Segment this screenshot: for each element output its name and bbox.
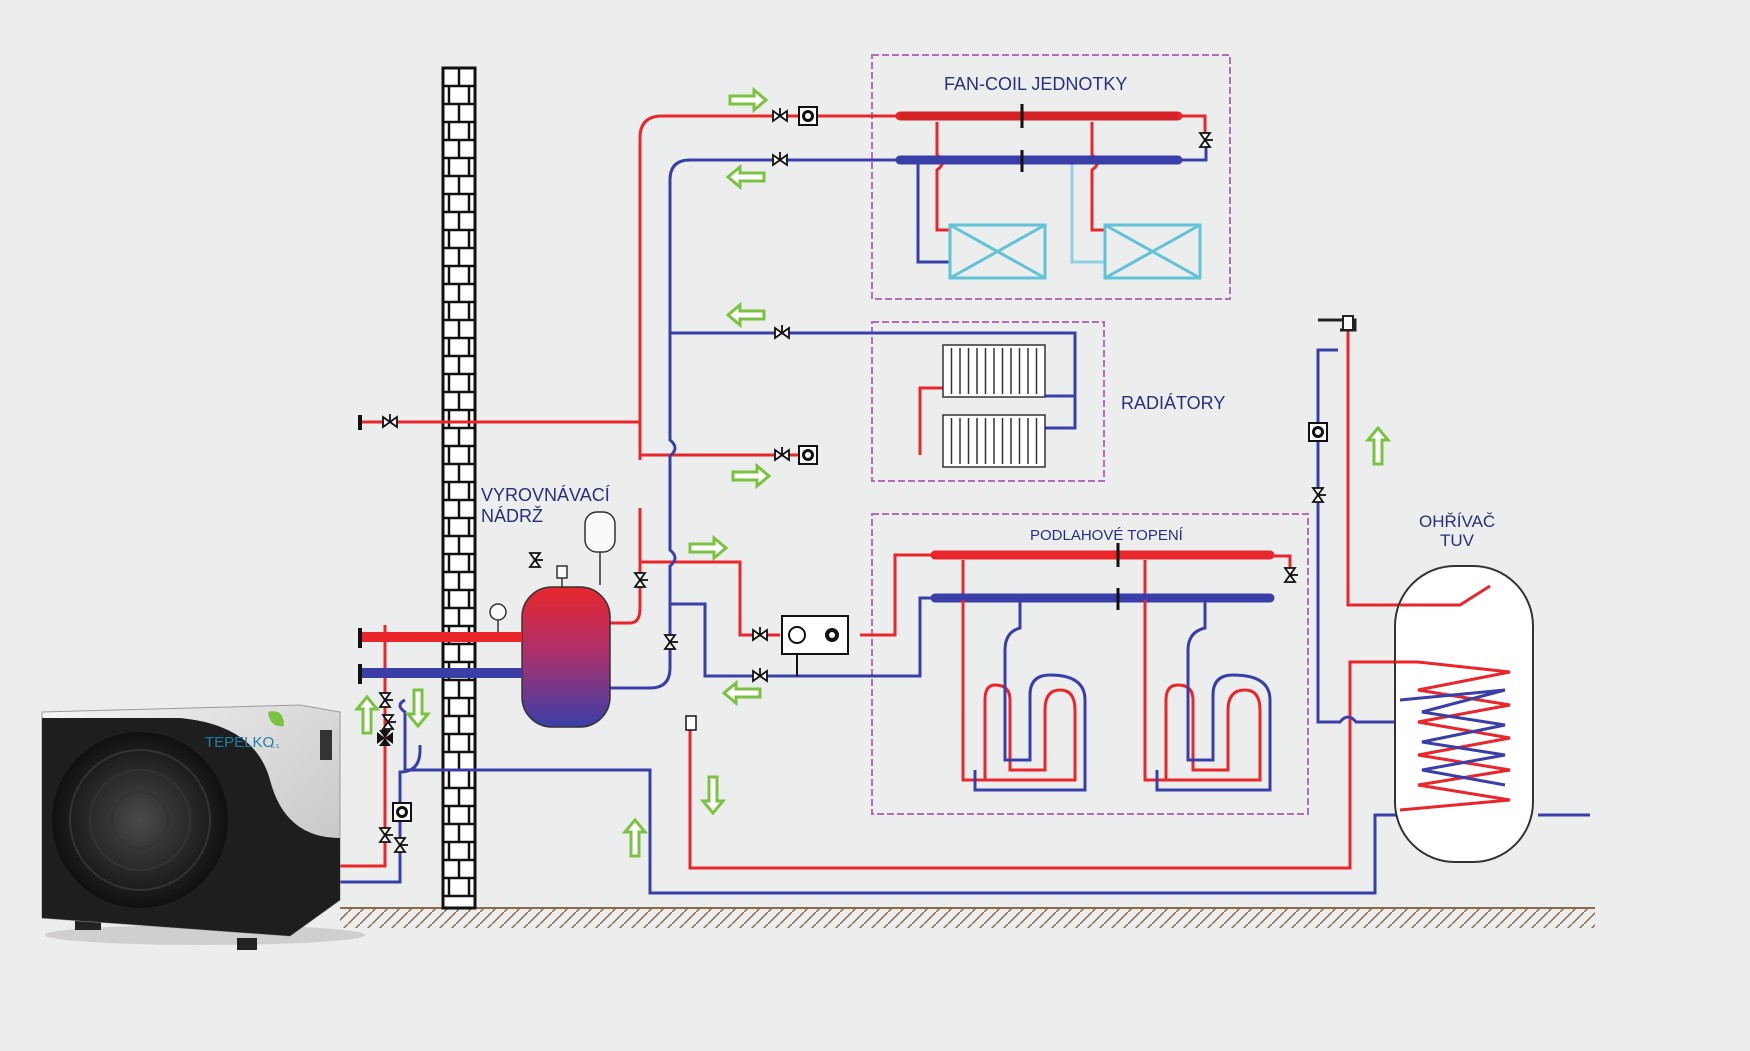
valve-icon [1311, 487, 1326, 503]
pump-icon [798, 106, 818, 126]
flow-arrow-icon [725, 163, 766, 191]
heat-pump-unit: TEPELKO E S [41, 704, 365, 950]
valve-icon [378, 692, 393, 708]
floor-manifolds [930, 543, 1275, 610]
mixing-station-icon [781, 615, 849, 676]
valve-icon [774, 325, 790, 340]
fancoil-label: FAN-COIL JEDNOTKY [944, 74, 1127, 94]
pump-icon [798, 445, 818, 465]
buffer-tank-label-line2: NÁDRŽ [481, 506, 543, 526]
fancoil-manifolds [895, 104, 1183, 172]
valve-icon [752, 627, 768, 642]
return-pipes [340, 143, 1590, 895]
floor-loop-2 [1143, 600, 1272, 792]
valve-icon [381, 714, 396, 730]
ground [340, 907, 1595, 928]
flow-arrow-icon [731, 462, 772, 490]
dhw-heater-label-line1: OHŘÍVAČ [1419, 512, 1495, 531]
valve-icon [382, 414, 398, 429]
valve-icon [752, 668, 768, 683]
dhw-tank [1394, 565, 1534, 863]
valves [377, 106, 1328, 853]
flow-arrow-icon [699, 775, 727, 816]
valve-icon [633, 572, 648, 588]
buffer-tank-label-line1: VYROVNÁVACÍ [481, 485, 610, 505]
fancoil-group-box [871, 54, 1231, 300]
floor-loop-1 [961, 600, 1087, 792]
flow-arrow-icon [621, 817, 649, 858]
flow-arrow-icon [728, 86, 769, 114]
valve-icon [772, 108, 788, 123]
pump-icon [392, 802, 412, 822]
radiator-lower [942, 414, 1046, 468]
flow-arrow-icon [721, 679, 762, 707]
flow-arrows [353, 86, 1392, 858]
main-headers [358, 415, 522, 684]
valve-icon [663, 634, 678, 650]
tap-icon [1318, 315, 1357, 332]
valve-icon [772, 152, 788, 167]
radiator-upper [942, 344, 1046, 398]
floor-heating-label: PODLAHOVÉ TOPENÍ [1030, 527, 1184, 544]
valve-icon [774, 447, 790, 462]
fancoil-unit-2 [1103, 223, 1202, 280]
flow-arrow-icon [725, 301, 766, 329]
valve-icon [1283, 567, 1298, 583]
valve-icon [378, 827, 393, 843]
leaf-icon [268, 711, 284, 727]
valve-icon [528, 552, 543, 568]
valve-icon [1198, 132, 1213, 148]
flow-arrow-icon [353, 694, 381, 735]
flow-arrow-icon [688, 534, 729, 562]
buffer-tank [489, 511, 616, 728]
flow-arrow-icon [404, 688, 432, 729]
valve-icon [393, 837, 408, 853]
floor-heating-group-box [871, 513, 1309, 815]
dhw-heater-label-line2: TUV [1440, 531, 1475, 550]
fancoil-cold-branch [1070, 162, 1105, 264]
brick-wall [441, 66, 477, 910]
radiator-group-box [871, 321, 1105, 482]
heat-pump-brand-suffix: E S [271, 744, 280, 750]
flow-arrow-icon [1364, 425, 1392, 466]
three-way-valve-icon [377, 730, 393, 746]
heat-pump-brand: TEPELKO [205, 734, 274, 751]
pump-icon [1308, 422, 1328, 442]
fancoil-unit-1 [948, 223, 1047, 280]
sensor-icon [685, 715, 697, 731]
radiators-label: RADIÁTORY [1121, 393, 1225, 413]
